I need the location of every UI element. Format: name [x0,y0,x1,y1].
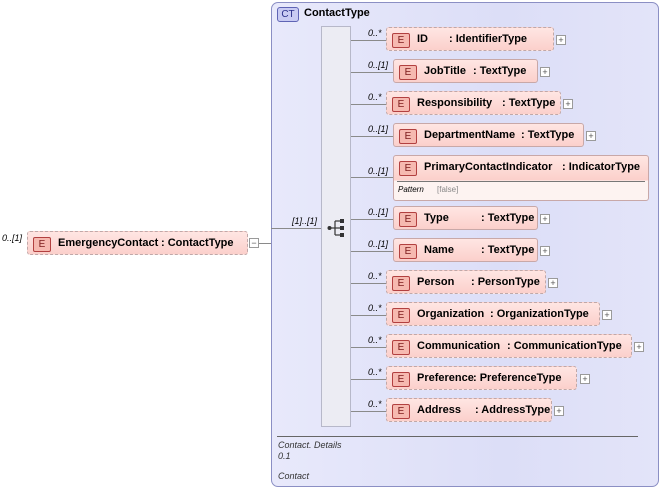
complex-type-title: ContactType [304,7,370,19]
element-type: : TextType [521,129,575,141]
element-type: : TextType [502,97,556,109]
element-icon: E [392,372,410,387]
element-type: : TextType [481,212,535,224]
cardinality: 0..* [368,28,382,38]
element-icon: E [33,237,51,252]
element-organization[interactable]: E Organization : OrganizationType [386,302,600,326]
cardinality: 0..* [368,335,382,345]
element-icon: E [399,161,417,176]
expand-icon[interactable]: + [602,310,612,320]
element-type: : IdentifierType [449,33,528,45]
element-jobtitle[interactable]: E JobTitle : TextType [393,59,538,83]
facet-divider [397,181,645,182]
cardinality: 0..[1] [368,207,389,217]
sequence-cardinality: [1]..[1] [292,216,318,226]
sequence-compositor [321,26,351,427]
element-icon: E [399,212,417,227]
element-name: Type [424,212,449,224]
footer-divider [277,436,638,437]
element-name[interactable]: E Name : TextType [393,238,538,262]
cardinality: 0..* [368,367,382,377]
element-id[interactable]: E ID : IdentifierType [386,27,554,51]
expand-icon[interactable]: + [586,131,596,141]
element-preference[interactable]: E Preference : PreferenceType [386,366,577,390]
expand-icon[interactable]: + [540,246,550,256]
cardinality: 0..* [368,303,382,313]
expand-icon[interactable]: + [580,374,590,384]
annotation-line-3: Contact [278,471,310,481]
element-icon: E [392,97,410,112]
element-type: : ContactType [161,237,234,249]
element-address[interactable]: E Address : AddressType [386,398,552,422]
element-name: JobTitle [424,65,466,77]
annotation-line-1: Contact. Details [278,440,342,450]
element-type: : IndicatorType [562,161,641,173]
root-cardinality: 0..[1] [2,233,23,243]
element-primarycontactindicator[interactable]: E PrimaryContactIndicator : IndicatorTyp… [393,155,649,201]
expand-icon[interactable]: + [548,278,558,288]
annotation-line-2: 0.1 [278,451,291,461]
element-name: EmergencyContact [58,237,159,249]
element-name: Organization [417,308,485,320]
expand-icon[interactable]: + [563,99,573,109]
cardinality: 0..* [368,92,382,102]
element-type: : CommunicationType [507,340,622,352]
element-name: ID [417,33,428,45]
expand-icon[interactable]: + [556,35,566,45]
element-icon: E [392,340,410,355]
element-person[interactable]: E Person : PersonType [386,270,546,294]
element-name: Address [417,404,462,416]
element-name: Responsibility [417,97,493,109]
collapse-icon[interactable]: − [249,238,259,248]
facet-value: [false] [437,185,459,194]
cardinality: 0..[1] [368,239,389,249]
cardinality: 0..* [368,271,382,281]
expand-icon[interactable]: + [540,67,550,77]
element-departmentname[interactable]: E DepartmentName : TextType [393,123,584,147]
element-icon: E [392,276,410,291]
element-name: Communication [417,340,501,352]
element-type: : OrganizationType [490,308,589,320]
element-responsibility[interactable]: E Responsibility : TextType [386,91,561,115]
sequence-connector [271,228,321,229]
sequence-icon [327,219,344,237]
element-type[interactable]: E Type : TextType [393,206,538,230]
root-element-emergency-contact[interactable]: E EmergencyContact : ContactType [27,231,248,255]
element-name: Name [424,244,454,256]
facet-label: Pattern [398,185,424,194]
expand-icon[interactable]: + [634,342,644,352]
element-type: : PreferenceType [473,372,562,384]
element-communication[interactable]: E Communication : CommunicationType [386,334,632,358]
element-name: Person [417,276,455,288]
cardinality: 0..[1] [368,166,389,176]
connector-line [259,243,271,244]
element-name: DepartmentName [424,129,516,141]
element-name: Preference [417,372,474,384]
element-icon: E [399,244,417,259]
element-type: : AddressType [475,404,551,416]
element-icon: E [399,65,417,80]
element-icon: E [392,308,410,323]
cardinality: 0..[1] [368,124,389,134]
element-icon: E [392,33,410,48]
element-type: : PersonType [471,276,540,288]
complex-type-icon: CT [277,7,299,22]
expand-icon[interactable]: + [554,406,564,416]
element-icon: E [399,129,417,144]
element-icon: E [392,404,410,419]
cardinality: 0..* [368,399,382,409]
cardinality: 0..[1] [368,60,389,70]
element-name: PrimaryContactIndicator [424,161,553,173]
element-type: : TextType [481,244,535,256]
expand-icon[interactable]: + [540,214,550,224]
element-type: : TextType [473,65,527,77]
